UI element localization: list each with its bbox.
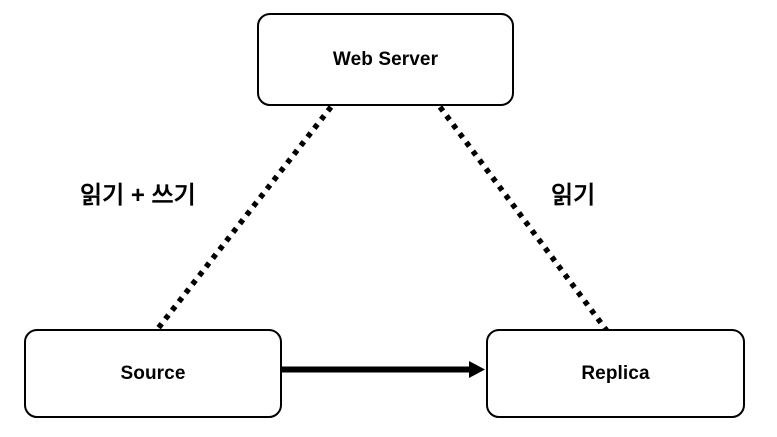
edge-web-server-to-replica xyxy=(437,105,610,333)
node-web-server-label: Web Server xyxy=(332,49,439,70)
edge-label-read: 읽기 xyxy=(549,182,598,209)
node-replica-label: Replica xyxy=(581,363,650,384)
node-source[interactable]: Source xyxy=(24,329,282,418)
edge-web-server-to-source xyxy=(153,105,334,333)
node-replica[interactable]: Replica xyxy=(486,329,745,418)
node-source-label: Source xyxy=(120,363,186,384)
node-web-server[interactable]: Web Server xyxy=(257,13,514,106)
edge-source-to-replica-arrowhead xyxy=(469,361,485,378)
edge-label-read-write: 읽기 + 쓰기 xyxy=(78,182,198,209)
